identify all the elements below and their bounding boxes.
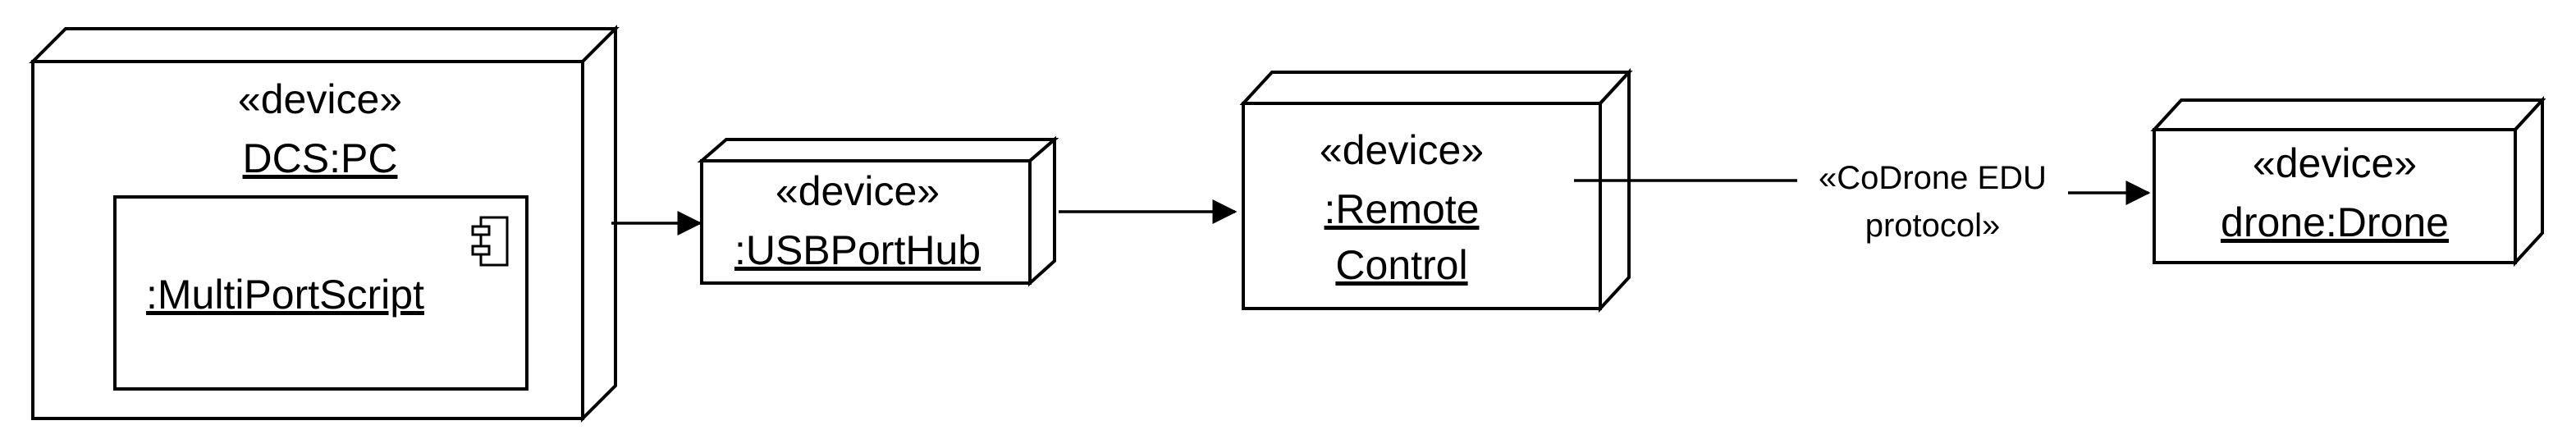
edge-remote-to-drone: «CoDrone EDU protocol»	[1574, 160, 2151, 244]
edge-remote-to-drone-label-line2: protocol»	[1865, 208, 2001, 244]
node-drone[interactable]: «device» drone:Drone	[2150, 95, 2546, 268]
node-usbporthub-stereotype: «device»	[776, 168, 940, 214]
component-multiportscript-name: :MultiPortScript	[146, 272, 424, 318]
node-remote-control-name-line1: :Remote	[1325, 186, 1480, 232]
edge-remote-to-drone-label-line1: «CoDrone EDU	[1819, 160, 2047, 196]
node-dcs-pc-stereotype: «device»	[238, 76, 402, 122]
uml-component-icon	[471, 216, 509, 267]
node-remote-control[interactable]: «device» :Remote Control	[1239, 67, 1633, 313]
node-usbporthub-name: :USBPortHub	[734, 227, 981, 273]
node-remote-control-name-line2: Control	[1335, 242, 1467, 288]
node-drone-name: drone:Drone	[2221, 199, 2449, 245]
node-dcs-pc-name: DCS:PC	[243, 135, 398, 181]
node-remote-control-stereotype: «device»	[1320, 127, 1484, 173]
component-multiportscript[interactable]: :MultiPortScript	[113, 195, 528, 391]
node-dcs-pc[interactable]: «device» DCS:PC :MultiPortScript	[29, 25, 620, 423]
node-drone-stereotype: «device»	[2253, 140, 2417, 186]
node-usbporthub[interactable]: «device» :USBPortHub	[697, 135, 1059, 287]
